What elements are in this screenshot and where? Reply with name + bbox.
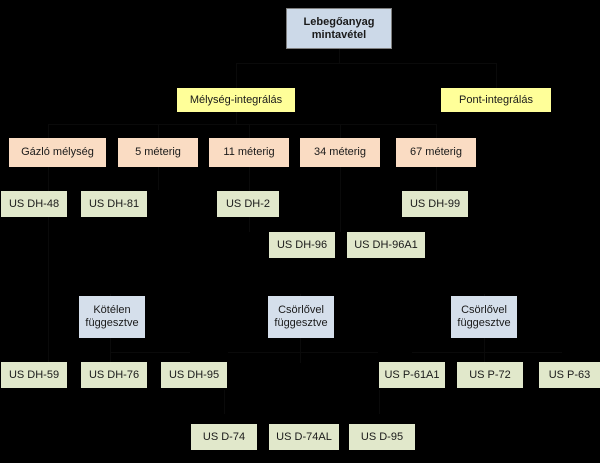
node-method-point-integration[interactable]: Pont-integrálás <box>441 88 551 112</box>
node-device-us-p-63[interactable]: US P-63 <box>539 362 600 388</box>
node-suspension-csorlovel-1[interactable]: Csörlővel függesztve <box>268 296 334 338</box>
edge-method-depth-down <box>236 63 237 88</box>
node-depth-5m[interactable]: 5 méterig <box>118 138 198 167</box>
node-suspension-kotelen[interactable]: Kötélen függesztve <box>79 296 145 338</box>
edge-depthmethod-down <box>236 112 237 124</box>
edge-susp2-bus <box>228 352 378 353</box>
edge-depth-4 <box>340 124 341 138</box>
edge-methods-bus <box>236 63 496 64</box>
edge-gazlo-to-susp <box>48 167 49 363</box>
node-device-us-dh-2[interactable]: US DH-2 <box>217 191 279 217</box>
edge-5m-down <box>158 167 159 190</box>
node-device-us-dh-59[interactable]: US DH-59 <box>1 362 67 388</box>
node-device-us-dh-95[interactable]: US DH-95 <box>161 362 227 388</box>
node-device-us-d-74[interactable]: US D-74 <box>191 424 257 450</box>
edge-depth-bus <box>48 124 436 125</box>
edge-67m-down <box>436 167 437 190</box>
node-depth-67m[interactable]: 67 méterig <box>396 138 476 167</box>
node-device-us-dh-99[interactable]: US DH-99 <box>402 191 468 217</box>
node-device-us-p-72[interactable]: US P-72 <box>457 362 523 388</box>
node-device-us-dh-96a1[interactable]: US DH-96A1 <box>347 232 425 258</box>
node-device-us-dh-76[interactable]: US DH-76 <box>81 362 147 388</box>
node-device-us-d-95[interactable]: US D-95 <box>349 424 415 450</box>
node-device-us-d-74al[interactable]: US D-74AL <box>269 424 339 450</box>
node-device-us-dh-96[interactable]: US DH-96 <box>269 232 335 258</box>
edge-dh95-to-d74 <box>224 390 225 414</box>
node-root[interactable]: Lebegőanyag mintavétel <box>286 8 392 49</box>
edge-depth-1 <box>48 124 49 138</box>
edge-depth-2 <box>158 124 159 138</box>
node-device-us-dh-81[interactable]: US DH-81 <box>81 191 147 217</box>
edge-34m-to-dh96a1 <box>340 167 341 232</box>
node-device-us-p-61a1[interactable]: US P-61A1 <box>379 362 445 388</box>
edge-depth-5 <box>436 124 437 138</box>
edge-method-point-down <box>496 63 497 88</box>
node-depth-gazlo[interactable]: Gázló mélység <box>9 138 106 167</box>
edge-depth-3 <box>249 124 250 138</box>
node-depth-11m[interactable]: 11 méterig <box>209 138 289 167</box>
node-device-us-dh-48[interactable]: US DH-48 <box>1 191 67 217</box>
edge-p61a1-to-d95 <box>379 390 380 414</box>
edge-root-down <box>339 49 340 63</box>
edge-susp3-bus <box>412 352 562 353</box>
node-depth-34m[interactable]: 34 méterig <box>300 138 380 167</box>
node-suspension-csorlovel-2[interactable]: Csörlővel függesztve <box>451 296 517 338</box>
node-method-depth-integration[interactable]: Mélység-integrálás <box>177 88 295 112</box>
edge-susp1-bus <box>110 352 190 353</box>
